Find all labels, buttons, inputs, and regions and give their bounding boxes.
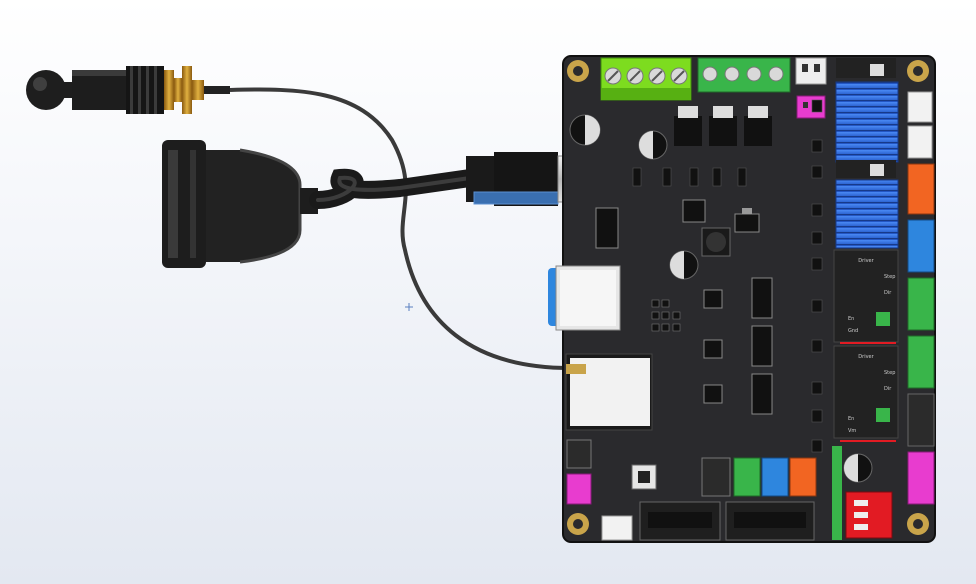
electrolytic-capacitor bbox=[569, 114, 601, 146]
mounting-hole bbox=[907, 60, 929, 82]
small-component-array bbox=[632, 99, 823, 453]
crosshair-cursor-icon bbox=[405, 303, 413, 311]
driver-socket-z: Driver Step Dir En Gnd bbox=[833, 249, 899, 343]
green-motor-connector bbox=[907, 335, 935, 389]
exp1-header bbox=[639, 501, 721, 541]
mounting-hole bbox=[567, 60, 589, 82]
blue-endstop-connector bbox=[761, 457, 789, 497]
mounting-hole bbox=[907, 513, 929, 535]
green-endstop-connector bbox=[733, 457, 761, 497]
sma-connector bbox=[164, 66, 230, 114]
pin-label-dir: Dir bbox=[884, 290, 892, 296]
pin-label-en: En bbox=[848, 416, 854, 422]
white-connector bbox=[907, 91, 933, 123]
power-screw-terminal bbox=[600, 57, 692, 101]
green-pin-strip bbox=[832, 446, 842, 540]
ic-chip bbox=[703, 289, 723, 309]
controller-board[interactable]: Driver Step Dir En Gnd Driver Step Dir E… bbox=[548, 55, 936, 543]
heater-screw-terminal bbox=[697, 57, 791, 93]
inductor bbox=[701, 227, 731, 257]
ic-chip bbox=[682, 199, 706, 223]
orange-connector bbox=[907, 163, 935, 215]
driver-socket-e: Driver Step Dir En Vm bbox=[833, 345, 899, 442]
pin-label-vm: Vm bbox=[848, 428, 856, 434]
white-connector bbox=[907, 125, 933, 159]
stepper-driver-x bbox=[835, 58, 899, 163]
antenna-knurl bbox=[126, 66, 164, 114]
voltage-regulator bbox=[734, 208, 760, 233]
black-motor-connector bbox=[907, 393, 935, 447]
fan-header-white-top bbox=[795, 57, 827, 85]
black-header-bottom-left bbox=[566, 439, 592, 469]
stepper-driver-y bbox=[835, 160, 899, 249]
pin-label-gnd: Gnd bbox=[848, 328, 858, 334]
electrolytic-capacitor bbox=[669, 250, 699, 280]
wifi-module bbox=[565, 353, 653, 431]
green-motor-connector bbox=[907, 277, 935, 331]
pin-label-en: En bbox=[848, 316, 854, 322]
pin-label-step: Step bbox=[884, 274, 895, 280]
electrolytic-capacitor bbox=[638, 130, 668, 160]
magenta-header-bottom-left bbox=[566, 473, 592, 505]
mosfet bbox=[744, 106, 772, 146]
ic-chip-dip bbox=[751, 325, 773, 367]
antenna-ball-joint bbox=[26, 70, 66, 110]
electrolytic-capacitor bbox=[843, 453, 873, 483]
ic-chip bbox=[703, 339, 723, 359]
ic-chip-dip bbox=[751, 373, 773, 415]
pin-label-step: Step bbox=[884, 370, 895, 376]
black-endstop-connector bbox=[701, 457, 731, 497]
orange-endstop-connector bbox=[789, 457, 817, 497]
ic-chip-dip bbox=[595, 207, 619, 249]
blue-connector bbox=[907, 219, 935, 273]
dip-switch[interactable] bbox=[845, 491, 893, 539]
mosfet bbox=[709, 106, 737, 146]
driver-label: Driver bbox=[858, 354, 874, 360]
driver-label: Driver bbox=[858, 258, 874, 264]
antenna-coax-cable bbox=[229, 87, 571, 370]
wifi-antenna bbox=[26, 66, 230, 114]
mosfet bbox=[674, 106, 702, 146]
magenta-connector bbox=[907, 451, 935, 505]
exp2-header bbox=[725, 501, 815, 541]
pin-label-dir: Dir bbox=[884, 386, 892, 392]
sd-card-slot bbox=[548, 265, 621, 331]
mounting-hole bbox=[567, 513, 589, 535]
reset-button[interactable] bbox=[631, 464, 657, 490]
jumper-pin-header bbox=[651, 299, 681, 332]
usb-panel-mount bbox=[162, 140, 318, 268]
ic-chip bbox=[703, 384, 723, 404]
white-connector-bottom bbox=[601, 515, 633, 541]
ic-chip-dip bbox=[751, 277, 773, 319]
antenna-body bbox=[72, 70, 126, 110]
